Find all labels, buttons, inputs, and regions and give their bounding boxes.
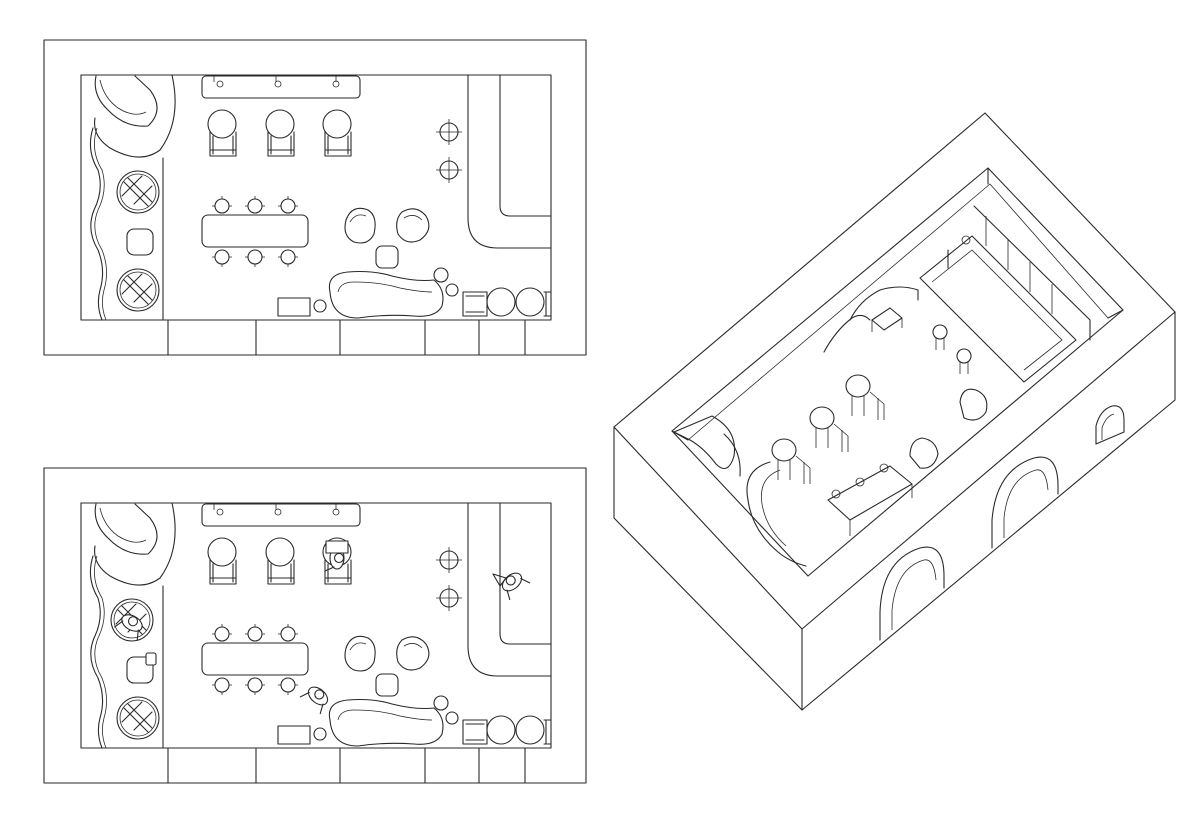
isometric-view	[613, 112, 1176, 711]
person-standing	[496, 567, 531, 601]
floor-plan-empty	[43, 39, 587, 356]
armchair-bottom	[116, 696, 160, 740]
armchair-top	[116, 170, 160, 214]
floor-plan-with-people	[43, 467, 587, 784]
phone	[492, 573, 507, 587]
person-seated-armchair	[114, 609, 148, 641]
person-lounging	[299, 681, 334, 715]
armchair-bottom	[116, 268, 160, 312]
laptop	[325, 540, 349, 554]
person-bag	[145, 652, 157, 666]
